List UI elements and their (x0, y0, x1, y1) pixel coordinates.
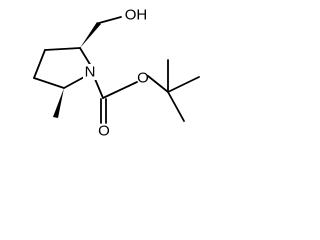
bond-c2-n (79, 47, 92, 67)
bond-ester-o-quaternary-c (147, 75, 169, 93)
bond-c2-c3 (44, 47, 81, 51)
bond-tbu-methyl-right (167, 76, 200, 93)
molecule-diagram: OH N O O (33, 7, 200, 140)
bond-ch2-oh (98, 16, 122, 24)
wedge-bond-c2-ch2 (80, 22, 101, 48)
ester-oxygen-label: O (137, 70, 149, 87)
bond-c4-c5 (33, 77, 65, 89)
nitrogen-label: N (85, 64, 96, 81)
bond-c5-n (63, 75, 87, 89)
bond-n-carbonyl-carbon (94, 78, 104, 99)
bond-tbu-methyl-bottom (167, 91, 185, 122)
carbonyl-oxygen-label: O (98, 123, 110, 140)
oh-label: OH (125, 7, 148, 24)
nitrogen-label-bg (83, 64, 97, 80)
bond-c3-c4 (33, 49, 46, 79)
bond-carbonyl-ester-o (102, 81, 138, 99)
wedge-bond-c5-methyl (53, 88, 64, 118)
